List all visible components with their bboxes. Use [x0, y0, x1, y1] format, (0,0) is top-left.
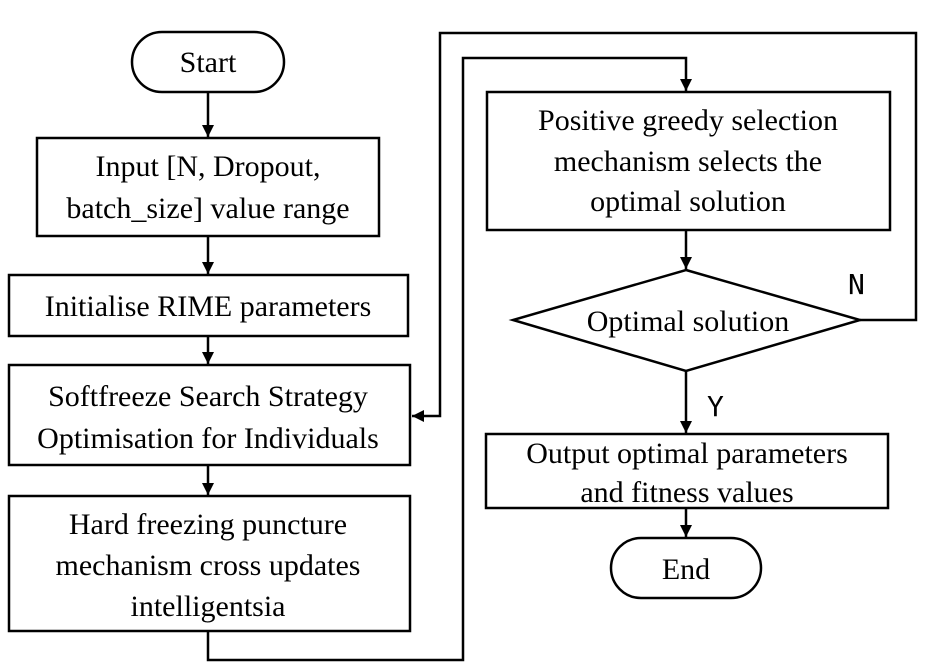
connectors — [202, 31, 918, 662]
hard-freezing-label-line3: intelligentsia — [131, 590, 286, 623]
end-node: End — [609, 536, 763, 600]
greedy-selection-node: Positive greedy selection mechanism sele… — [485, 90, 892, 232]
branch-label-no: N — [848, 268, 865, 301]
greedy-label-line1: Positive greedy selection — [538, 104, 838, 137]
hard-freezing-node: Hard freezing puncture mechanism cross u… — [7, 494, 412, 633]
greedy-label-line2: mechanism selects the — [554, 145, 822, 178]
softfreeze-label-line2: Optimisation for Individuals — [37, 422, 379, 455]
arrow-decision-no-loop — [412, 31, 918, 422]
start-label: Start — [180, 46, 237, 79]
hard-freezing-label-line2: mechanism cross updates — [56, 549, 361, 582]
softfreeze-label-line1: Softfreeze Search Strategy — [48, 380, 368, 413]
output-node: Output optimal parameters and fitness va… — [484, 432, 890, 510]
start-node: Start — [130, 30, 286, 94]
decision-node: Optimal solution — [508, 268, 865, 373]
end-label: End — [662, 553, 710, 586]
decision-label: Optimal solution — [587, 305, 790, 338]
input-label-line1: Input [N, Dropout, — [96, 150, 321, 183]
arrow-hard-to-greedy — [206, 56, 692, 662]
init-node: Initialise RIME parameters — [7, 273, 410, 338]
branch-label-yes: Y — [707, 390, 724, 423]
input-node: Input [N, Dropout, batch_size] value ran… — [35, 136, 381, 238]
input-label-line2: batch_size] value range — [66, 192, 349, 225]
greedy-label-line3: optimal solution — [590, 185, 786, 218]
output-label-line1: Output optimal parameters — [526, 437, 848, 470]
hard-freezing-label-line1: Hard freezing puncture — [69, 508, 347, 541]
softfreeze-node: Softfreeze Search Strategy Optimisation … — [7, 363, 412, 467]
output-label-line2: and fitness values — [580, 476, 793, 509]
init-label: Initialise RIME parameters — [45, 290, 372, 323]
